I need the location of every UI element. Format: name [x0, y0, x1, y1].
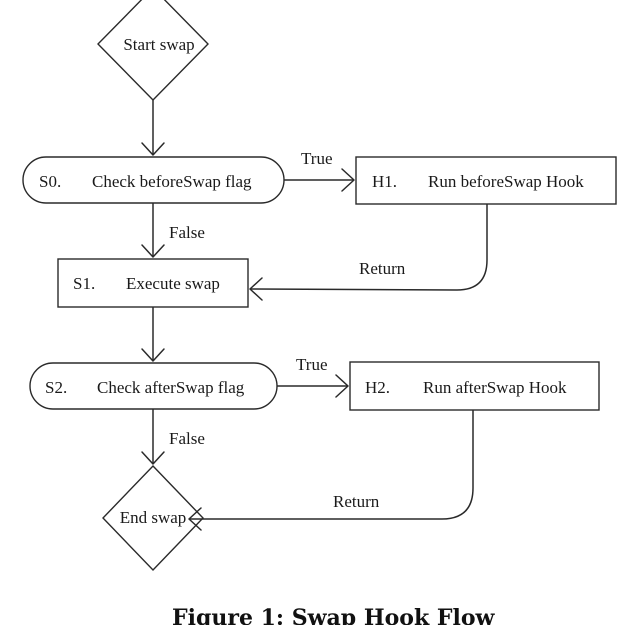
node-s0-id: S0. [39, 172, 61, 191]
node-start-swap-label: Start swap [123, 35, 194, 54]
node-s1-label: Execute swap [126, 274, 220, 293]
edge-h1-to-s1: Return [249, 204, 488, 301]
edge-start-to-s0 [141, 100, 165, 156]
edge-s0-to-h1: True [284, 149, 355, 192]
node-h1-label: Run beforeSwap Hook [428, 172, 584, 191]
edge-s0-to-s1: False [141, 203, 205, 258]
node-h2-label: Run afterSwap Hook [423, 378, 567, 397]
figure-caption: Figure 1: Swap Hook Flow [172, 605, 495, 625]
node-h2-id: H2. [365, 378, 390, 397]
node-s1-id: S1. [73, 274, 95, 293]
node-end-swap-label: End swap [120, 508, 187, 527]
node-s0-check-before-swap: S0. Check beforeSwap flag [22, 156, 285, 204]
edge-h1-s1-label: Return [359, 259, 406, 278]
edge-s2-to-h2: True [277, 355, 349, 398]
edge-s2-to-end: False [141, 409, 205, 465]
node-s2-label: Check afterSwap flag [97, 378, 245, 397]
edge-h2-end-label: Return [333, 492, 380, 511]
edge-s2-end-label: False [169, 429, 205, 448]
node-s1-execute-swap: S1. Execute swap [57, 258, 249, 308]
node-end-swap: End swap [102, 464, 204, 572]
edge-s0-s1-label: False [169, 223, 205, 242]
edge-h2-to-end: Return [188, 410, 474, 531]
edge-s1-to-s2 [141, 307, 165, 362]
node-h1-run-before-swap-hook: H1. Run beforeSwap Hook [355, 156, 617, 205]
node-s2-id: S2. [45, 378, 67, 397]
node-s2-check-after-swap: S2. Check afterSwap flag [29, 362, 278, 410]
node-start-swap: Start swap [97, 0, 209, 101]
node-s0-label: Check beforeSwap flag [92, 172, 252, 191]
node-h1-id: H1. [372, 172, 397, 191]
edge-s2-h2-label: True [296, 355, 328, 374]
node-h2-run-after-swap-hook: H2. Run afterSwap Hook [349, 361, 600, 411]
edge-s0-h1-label: True [301, 149, 333, 168]
